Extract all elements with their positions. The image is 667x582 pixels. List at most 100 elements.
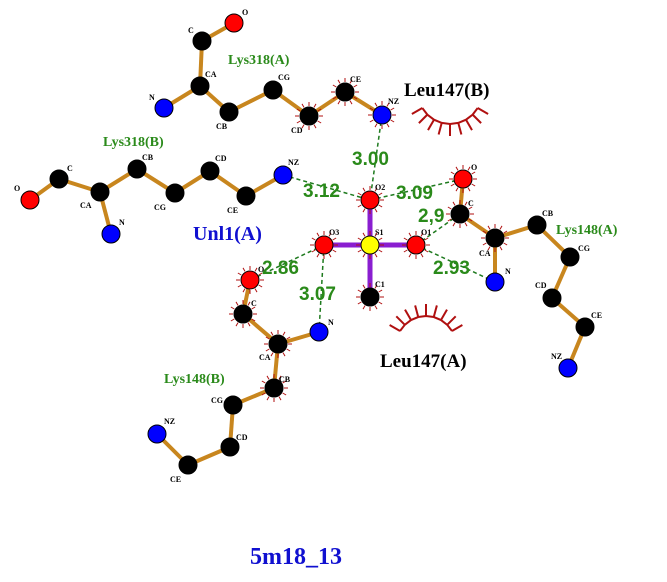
atom-label: O bbox=[242, 8, 248, 17]
atom-label: S1 bbox=[375, 228, 383, 237]
atom-O[interactable] bbox=[20, 190, 40, 210]
atom-NZ[interactable] bbox=[558, 358, 578, 378]
atom-CD[interactable] bbox=[542, 288, 562, 308]
atom-O[interactable] bbox=[224, 13, 244, 33]
atom-label: CG bbox=[578, 244, 590, 253]
atom-NZ[interactable] bbox=[372, 105, 392, 125]
atom-CD[interactable] bbox=[220, 437, 240, 457]
ligand-label: Unl1(A) bbox=[193, 223, 262, 245]
atom-CB[interactable] bbox=[264, 378, 284, 398]
atom-label: C bbox=[468, 199, 474, 208]
hbond-line bbox=[415, 244, 496, 283]
atom-CE[interactable] bbox=[575, 317, 595, 337]
atom-CE[interactable] bbox=[178, 455, 198, 475]
atom-label: C bbox=[188, 26, 194, 35]
atom-NZ[interactable] bbox=[273, 165, 293, 185]
atom-label: CE bbox=[350, 75, 361, 84]
atom-N[interactable] bbox=[485, 272, 505, 292]
atom-label: CG bbox=[211, 396, 223, 405]
ligand-atom-C1[interactable] bbox=[360, 287, 380, 307]
hbond-distance: 3.09 bbox=[396, 183, 433, 204]
atom-CA[interactable] bbox=[90, 182, 110, 202]
atom-CB[interactable] bbox=[219, 102, 239, 122]
residue-label: Lys318(A) bbox=[228, 53, 290, 68]
residue-lys318b bbox=[20, 159, 293, 244]
atom-label: CG bbox=[154, 203, 166, 212]
contact-spikes bbox=[264, 330, 292, 358]
atom-label: C bbox=[251, 299, 257, 308]
atom-label: CA bbox=[479, 249, 491, 258]
atom-C[interactable] bbox=[233, 304, 253, 324]
atom-CG[interactable] bbox=[223, 395, 243, 415]
contact-spikes bbox=[356, 283, 384, 311]
atom-O[interactable] bbox=[453, 169, 473, 189]
atom-label: CE bbox=[591, 311, 602, 320]
atom-CA[interactable] bbox=[268, 334, 288, 354]
atom-CG[interactable] bbox=[560, 247, 580, 267]
atom-N[interactable] bbox=[309, 322, 329, 342]
leu147a-hydrophobic-arc bbox=[389, 304, 463, 332]
atom-O[interactable] bbox=[240, 270, 260, 290]
hbond-distance: 3.12 bbox=[303, 181, 340, 202]
atom-CB[interactable] bbox=[127, 159, 147, 179]
atom-CE[interactable] bbox=[335, 82, 355, 102]
atom-CD[interactable] bbox=[299, 106, 319, 126]
hbond-line bbox=[369, 114, 383, 201]
hbond-line bbox=[318, 244, 325, 333]
atom-label: N bbox=[328, 318, 334, 327]
atom-label: N bbox=[505, 267, 511, 276]
hbond-line bbox=[369, 178, 464, 201]
leu147a-label: Leu147(A) bbox=[380, 351, 467, 372]
ligand bbox=[314, 190, 426, 307]
contact-spikes bbox=[446, 200, 474, 228]
atom-label: O bbox=[258, 265, 264, 274]
atom-N[interactable] bbox=[101, 224, 121, 244]
residue-lys318a bbox=[154, 13, 392, 126]
atom-CA[interactable] bbox=[485, 228, 505, 248]
atom-C[interactable] bbox=[192, 31, 212, 51]
atom-label: C bbox=[67, 164, 73, 173]
atom-CD[interactable] bbox=[200, 161, 220, 181]
atom-label: C1 bbox=[375, 280, 385, 289]
contact-spikes bbox=[368, 101, 396, 129]
atom-NZ[interactable] bbox=[147, 424, 167, 444]
ligand-atom-O3[interactable] bbox=[314, 235, 334, 255]
hbond-distance: 2.86 bbox=[262, 258, 299, 279]
atom-label: CB bbox=[279, 375, 291, 384]
atom-label: NZ bbox=[388, 97, 399, 106]
ligand-atom-O2[interactable] bbox=[360, 190, 380, 210]
ligand-atom-O1[interactable] bbox=[406, 235, 426, 255]
hbond-line bbox=[282, 174, 371, 201]
atom-CG[interactable] bbox=[263, 80, 283, 100]
atom-label: O bbox=[14, 184, 20, 193]
atom-CA[interactable] bbox=[190, 76, 210, 96]
atom-label: CD bbox=[291, 126, 303, 135]
contact-spikes bbox=[356, 231, 384, 259]
residue-lys148a bbox=[450, 169, 595, 378]
contact-spikes bbox=[295, 102, 323, 130]
atom-CE[interactable] bbox=[236, 186, 256, 206]
atom-C[interactable] bbox=[450, 204, 470, 224]
atom-label: CA bbox=[205, 70, 217, 79]
atom-N[interactable] bbox=[154, 98, 174, 118]
atom-label: CE bbox=[170, 475, 181, 484]
atom-label: CE bbox=[227, 206, 238, 215]
hbond-distance: 2,9 bbox=[418, 206, 444, 227]
ligand-atom-S1[interactable] bbox=[360, 235, 380, 255]
residue-lys148b bbox=[147, 270, 329, 475]
atom-CB[interactable] bbox=[527, 215, 547, 235]
residue-label: Lys318(B) bbox=[103, 135, 164, 150]
hbond-distance: 2.93 bbox=[433, 258, 470, 279]
atom-label: CB bbox=[542, 209, 554, 218]
residue-label: Lys148(B) bbox=[164, 372, 225, 387]
contact-spikes bbox=[449, 165, 477, 193]
atom-label: N bbox=[149, 93, 155, 102]
atom-label: CB bbox=[216, 122, 228, 131]
leu147b-label: Leu147(B) bbox=[404, 80, 490, 101]
leu147b-hydrophobic-arc bbox=[411, 107, 489, 136]
atom-C[interactable] bbox=[49, 169, 69, 189]
hbond-distance: 3.07 bbox=[299, 284, 336, 305]
atom-CG[interactable] bbox=[165, 183, 185, 203]
contact-spikes bbox=[481, 224, 509, 252]
